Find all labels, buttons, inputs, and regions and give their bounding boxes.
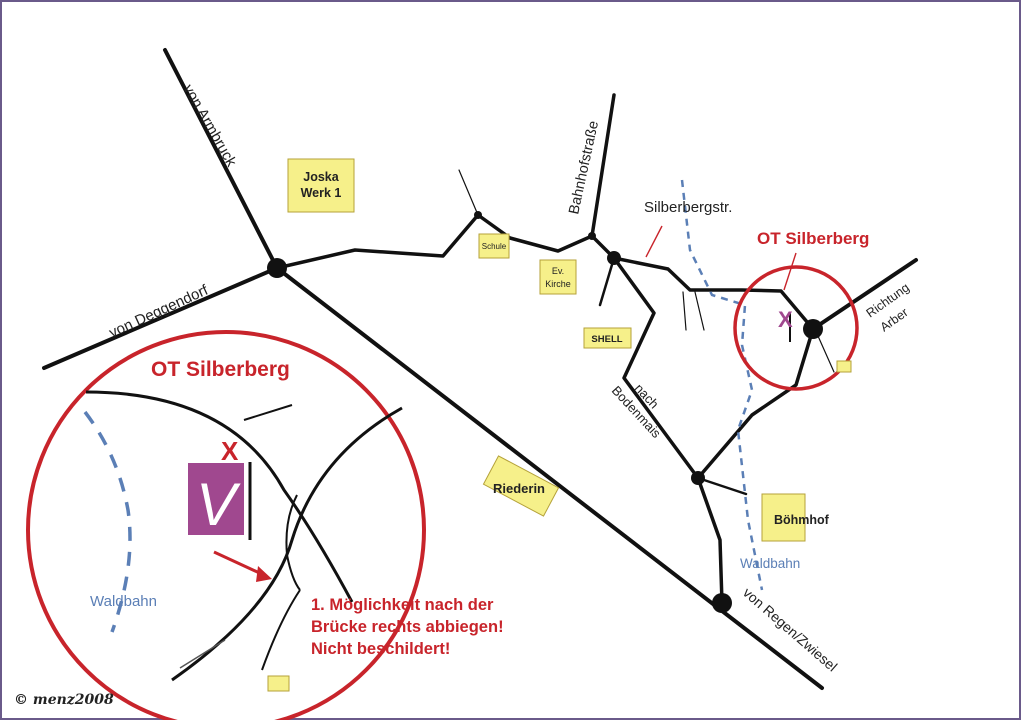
silberberg-building [836,360,852,373]
junction-dot [588,232,596,240]
label-von-regen: von Regen/Zwiesel [740,584,840,674]
red-pointers [645,225,797,291]
ot-silberberg-x-mark: X [778,307,793,332]
kirche-box: Ev. Kirche [539,259,577,295]
road-von-armbruck [163,48,279,270]
joska-werk-rect [287,158,355,213]
label-von-armbruck-text: von Armbruck [180,82,241,171]
label-von-regen-text: von Regen/Zwiesel [740,584,840,674]
silberbergstr-pointer [645,225,663,258]
riederin-box [482,455,560,517]
ot-silberberg-pointer [783,252,797,291]
instruction-line-3: Nicht beschildert! [311,640,450,658]
junction-dot [474,211,482,219]
inset-waldbahn-label: Waldbahn [90,593,157,610]
label-waldbahn: Waldbahn [740,556,800,571]
road-tick-2 [694,291,705,331]
junction-dot [607,251,621,265]
inset-red-arrowhead [256,566,272,582]
inset-logo-letter: V [196,471,241,538]
road-network [42,48,918,690]
waldbahn-rail [680,179,764,591]
road-bahnhofstrasse [590,93,616,238]
junction-dot [712,593,732,613]
joska-label-line2: Werk 1 [301,186,342,200]
road-tick-3 [817,335,835,373]
inset-diagonal [179,639,226,669]
inset-logo: V [188,463,244,538]
riederin-label: Riederin [493,481,545,496]
road-boehmhof-spur [696,476,748,496]
junction-dot [267,258,287,278]
junction-dot [691,471,705,485]
road-tick-1 [682,291,687,331]
kirche-label-line1: Ev. [552,266,564,276]
ot-silberberg-circle [733,265,859,391]
inset-logo-square [188,463,244,535]
joska-label-line1: Joska [303,170,339,184]
road-spur-shell [598,256,616,307]
junctions [267,211,823,613]
shell-rect [583,327,632,349]
inset-title: OT Silberberg [151,358,290,381]
road-nach-bodenmais [612,256,724,605]
schule-rect [478,233,510,259]
inset-waldbahn-rail [83,410,132,633]
instruction-line-2: Brücke rechts abbiegen! [311,618,504,636]
inset-lane [261,589,301,671]
inset-bridge-loop [285,494,301,591]
shell-box: SHELL [583,327,632,349]
road-von-deggendorf [42,266,279,370]
label-silberbergstr: Silberbergstr. [644,199,732,216]
inset-road-side [243,404,293,421]
instruction-line-1: 1. Möglichkeit nach der [311,596,494,614]
copyright-note: © menz2008 [14,692,114,708]
inset-road-left [171,406,403,682]
road-richtung-arber [811,258,918,331]
boehmhof-rect [761,493,806,542]
ot-silberberg-label: OT Silberberg [757,229,869,248]
joska-werk-box: Joska Werk 1 [287,158,355,213]
junction-dot [803,319,823,339]
shell-label: SHELL [591,334,622,345]
boehmhof-box: Böhmhof [761,493,830,542]
inset-x-mark: X [221,436,239,466]
road-silberberg-south [696,327,815,480]
road-von-regen [275,266,824,690]
road-branch-schule [458,169,479,216]
inset-building [267,675,290,692]
schule-label: Schule [482,242,507,251]
inset-road-curve [85,390,354,603]
riederin-rect [482,455,560,517]
boehmhof-label: Böhmhof [774,513,830,527]
schule-box: Schule [478,233,510,259]
inset-detail: OT Silberberg Waldbahn X V [26,330,426,720]
kirche-label-line2: Kirche [545,279,571,289]
kirche-rect [539,259,577,295]
label-von-armbruck: von Armbruck [180,82,241,171]
